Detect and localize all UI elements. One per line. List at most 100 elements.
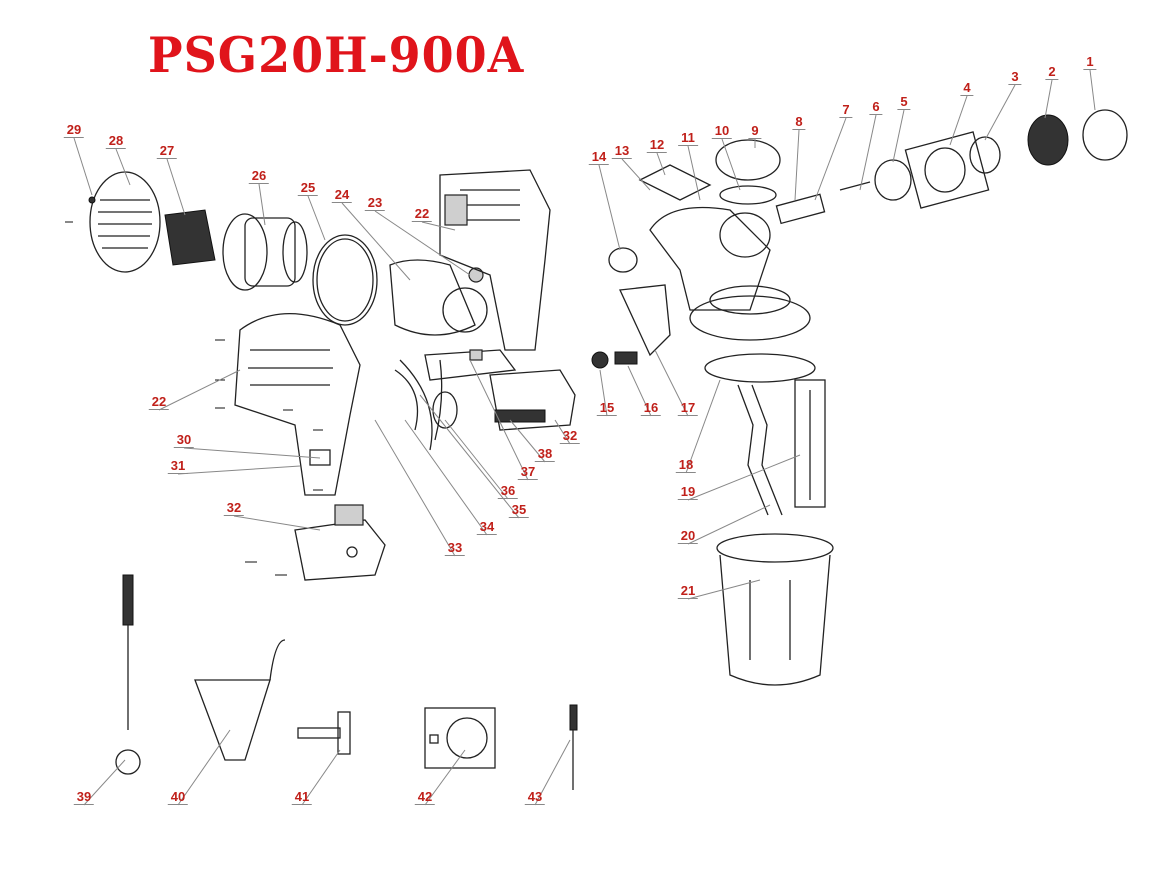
- part-label-29: 29: [63, 122, 85, 138]
- part-label-3: 3: [1008, 69, 1022, 85]
- part-label-6: 6: [869, 99, 883, 115]
- battery-32-right: [489, 369, 576, 431]
- leader-line-22: [158, 369, 241, 411]
- part-label-4: 4: [960, 80, 974, 96]
- viscosity-cup-40: [194, 639, 286, 761]
- part-label-2: 2: [1045, 64, 1059, 80]
- needle-43: [569, 704, 578, 790]
- leader-line-11: [687, 145, 701, 201]
- leader-line-1: [1089, 69, 1096, 111]
- part-label-34: 34: [476, 519, 498, 535]
- leader-line-6: [859, 114, 877, 191]
- leader-line-28: [115, 148, 131, 186]
- leader-line-4: [949, 95, 968, 146]
- part-label-22: 22: [411, 206, 433, 222]
- part-label-17: 17: [677, 400, 699, 416]
- part-label-40: 40: [167, 789, 189, 805]
- spray-nozzle-body: [608, 164, 811, 341]
- front-parts-1-to-11: [715, 109, 1128, 225]
- part-label-38: 38: [534, 446, 556, 462]
- leader-line-25: [307, 195, 326, 241]
- leader-line-35: [419, 394, 520, 519]
- leader-line-34: [404, 419, 488, 536]
- leader-line-27: [166, 158, 186, 216]
- leader-line-14: [598, 164, 621, 251]
- part-label-14: 14: [588, 149, 610, 165]
- part-label-1: 1: [1083, 54, 1097, 70]
- part-label-12: 12: [646, 137, 668, 153]
- diagram-title: PSG20H-900A: [148, 26, 525, 84]
- leader-line-31: [177, 465, 301, 475]
- part-label-22: 22: [148, 394, 170, 410]
- part-label-23: 23: [364, 195, 386, 211]
- part-label-35: 35: [508, 502, 530, 518]
- housing-right: [439, 169, 551, 351]
- leader-line-30: [183, 447, 321, 459]
- housing-left: [234, 312, 361, 496]
- leader-line-42: [424, 749, 466, 806]
- part-label-37: 37: [517, 464, 539, 480]
- leader-line-16: [627, 365, 652, 417]
- leader-line-2: [1044, 79, 1053, 119]
- battery-32-lower: [294, 504, 386, 581]
- leader-line-10: [721, 138, 741, 191]
- leader-line-41: [301, 749, 341, 806]
- leader-line-32: [233, 515, 321, 531]
- leader-line-22: [421, 221, 456, 231]
- leader-line-3: [984, 84, 1016, 141]
- switch-and-wires: [309, 349, 517, 466]
- leader-line-29: [73, 137, 93, 196]
- part-label-31: 31: [167, 458, 189, 474]
- part-label-41: 41: [291, 789, 313, 805]
- leader-lines: [73, 69, 1096, 806]
- part-label-15: 15: [596, 400, 618, 416]
- part-label-26: 26: [248, 168, 270, 184]
- leader-line-19: [687, 454, 801, 501]
- part-label-16: 16: [640, 400, 662, 416]
- part-label-21: 21: [677, 583, 699, 599]
- part-label-8: 8: [792, 114, 806, 130]
- leader-line-24: [341, 202, 411, 281]
- gasket-18: [704, 353, 816, 383]
- part-label-30: 30: [173, 432, 195, 448]
- part-label-36: 36: [497, 483, 519, 499]
- cleaning-brush-39: [115, 574, 141, 775]
- fan-cover-24: [389, 259, 488, 336]
- leader-line-7: [814, 117, 847, 201]
- part-label-10: 10: [711, 123, 733, 139]
- leader-line-32: [554, 419, 571, 445]
- trigger-17: [619, 284, 671, 357]
- rear-grille: [88, 171, 161, 273]
- leader-line-5: [892, 109, 905, 163]
- leader-line-15: [599, 369, 608, 417]
- part-label-33: 33: [444, 540, 466, 556]
- seal-ring-25: [312, 234, 378, 326]
- part-label-19: 19: [677, 484, 699, 500]
- leader-line-23: [374, 210, 471, 276]
- leader-line-21: [687, 579, 761, 600]
- part-label-39: 39: [73, 789, 95, 805]
- part-label-43: 43: [524, 789, 546, 805]
- part-label-20: 20: [677, 528, 699, 544]
- paint-container-21: [716, 533, 834, 686]
- leader-line-33: [374, 419, 456, 557]
- part-label-9: 9: [748, 123, 762, 139]
- part-label-18: 18: [675, 457, 697, 473]
- part-label-42: 42: [414, 789, 436, 805]
- leader-line-13: [621, 158, 651, 191]
- part-label-7: 7: [839, 102, 853, 118]
- part-label-25: 25: [297, 180, 319, 196]
- filter: [164, 209, 216, 266]
- part-label-24: 24: [331, 187, 353, 203]
- leader-line-18: [685, 379, 721, 474]
- leader-line-17: [654, 349, 689, 417]
- part-label-27: 27: [156, 143, 178, 159]
- leader-line-36: [444, 419, 509, 500]
- leader-line-39: [83, 759, 126, 806]
- leader-line-12: [656, 152, 666, 176]
- tool-41: [297, 711, 351, 755]
- leader-line-37: [469, 359, 529, 481]
- suction-tube-19: [737, 384, 783, 516]
